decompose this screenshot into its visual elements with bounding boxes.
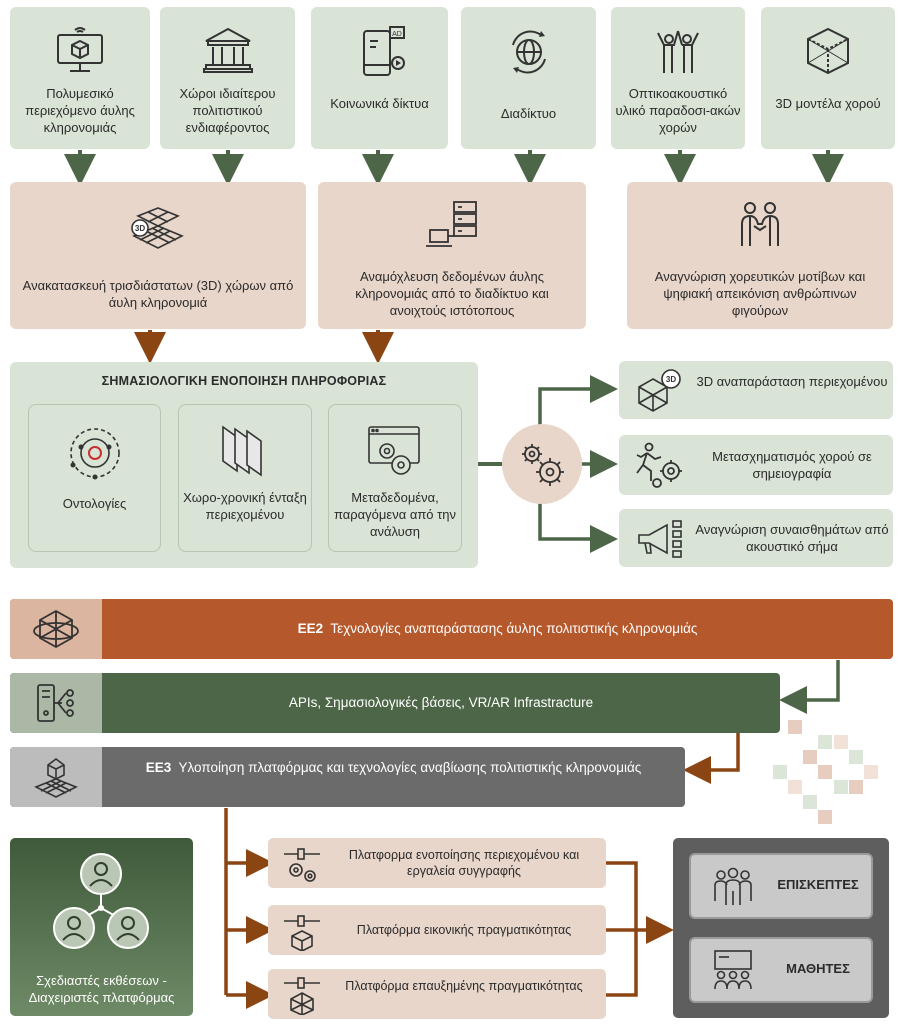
source-multimedia: Πολυμεσικό περιεχόμενο άυλης κληρονομιάς <box>10 7 150 149</box>
source-cultural-sites: Χώροι ιδιαίτερου πολιτιστικού ενδιαφέρον… <box>160 7 295 149</box>
band-ee2: ΕΕ2 Τεχνολογίες αναπαράστασης άυλης πολι… <box>10 599 893 659</box>
output-label: Αναγνώριση συναισθημάτων από ακουστικό σ… <box>695 522 889 554</box>
source-label: Πολυμεσικό περιεχόμενο άυλης κληρονομιάς <box>25 86 135 135</box>
output-dance-notation: Μετασχηματισμός χορού σε σημειογραφία <box>619 435 893 495</box>
semantic-integration-panel: ΣΗΜΑΣΙΟΛΟΓΙΚΗ ΕΝΟΠΟΙΗΣΗ ΠΛΗΡΟΦΟΡΙΑΣ Οντο… <box>10 362 478 568</box>
platform-label: Πλατφόρμα εικονικής πραγματικότητας <box>356 923 572 937</box>
designers-panel: Σχεδιαστές εκθέσεων - Διαχειριστές πλατφ… <box>10 838 193 1016</box>
platform-label: Πλατφόρμα επαυξημένης πραγματικότητας <box>345 979 583 993</box>
museum-icon <box>202 27 253 73</box>
band-icon-tab <box>10 747 102 807</box>
band-text: Τεχνολογίες αναπαράστασης άυλης πολιτιστ… <box>330 621 698 636</box>
process-dance-recognition: Αναγνώριση χορευτικών μοτίβων και ψηφιακ… <box>627 182 893 329</box>
output-emotion-recognition: Αναγνώριση συναισθημάτων από ακουστικό σ… <box>619 509 893 567</box>
slider-3dcube-icon <box>284 977 320 1015</box>
students-presentation-icon <box>714 950 752 990</box>
window-gears-icon <box>368 426 420 475</box>
processing-hub <box>502 424 582 504</box>
platform-vr: Πλατφόρμα εικονικής πραγματικότητας <box>268 905 606 955</box>
semantic-item-label: Χωρο-χρονική ένταξη περιεχομένου <box>183 490 307 522</box>
gears-icon <box>522 444 564 486</box>
slider-gears-icon <box>284 848 320 882</box>
runner-gear-icon <box>636 442 682 488</box>
globe-cube-icon <box>33 609 79 649</box>
audience-label: ΕΠΙΣΚΕΠΤΕΣ <box>777 877 859 892</box>
svg-text:3D: 3D <box>135 224 145 233</box>
source-3d-dance-models: 3D μοντέλα χορού <box>761 7 895 149</box>
platform-content-integration: Πλατφορμα ενοποίησης περιεχομένου και ερ… <box>268 838 606 888</box>
process-3d-reconstruction: 3D Ανακατασκευή τρισδιάστατων (3D) χώρων… <box>10 182 306 329</box>
semantic-item-metadata: Μεταδεδομένα, παραγόμενα από την ανάλυση <box>328 404 462 552</box>
source-label: Χώροι ιδιαίτερου πολιτιστικού ενδιαφέρον… <box>179 86 276 135</box>
platform-label: Πλατφορμα ενοποίησης περιεχομένου και ερ… <box>348 848 580 878</box>
source-label: Κοινωνικά δίκτυα <box>330 96 429 111</box>
house-grid-icon <box>34 758 78 798</box>
process-label: Αναγνώριση χορευτικών μοτίβων και ψηφιακ… <box>654 269 866 318</box>
band-apis: APIs, Σημασιολογικές βάσεις, VR/AR Infra… <box>10 673 780 733</box>
audience-visitors: ΕΠΙΣΚΕΠΤΕΣ <box>689 853 873 919</box>
band-ee3-label: ΕΕ3 Υλοποίηση πλατφόρμας και τεχνολογίες… <box>110 759 677 777</box>
svg-text:3D: 3D <box>666 375 676 384</box>
semantic-item-spatiotemporal: Χωρο-χρονική ένταξη περιεχομένου <box>178 404 312 552</box>
cube-3d-icon <box>807 27 849 75</box>
source-label: Διαδίκτυο <box>500 106 557 121</box>
band-text: Υλοποίηση πλατφόρμας και τεχνολογίες ανα… <box>178 760 642 775</box>
svg-text:AD: AD <box>392 31 402 38</box>
people-network-icon <box>53 853 149 949</box>
band-ee2-label: ΕΕ2 Τεχνολογίες αναπαράστασης άυλης πολι… <box>110 620 885 638</box>
audience-students: ΜΑΘΗΤΕΣ <box>689 937 873 1003</box>
semantic-item-label: Οντολογίες <box>62 496 127 511</box>
globe-icon <box>511 30 546 74</box>
process-data-mining: Αναμόχλευση δεδομένων άυλης κληρονομιάς … <box>318 182 586 329</box>
audience-label: ΜΑΘΗΤΕΣ <box>786 961 850 976</box>
process-label: Ανακατασκευή τρισδιάστατων (3D) χώρων απ… <box>22 278 294 310</box>
audience-panel: ΕΠΙΣΚΕΠΤΕΣ ΜΑΘΗΤΕΣ <box>673 838 889 1018</box>
semantic-item-ontologies: Οντολογίες <box>28 404 161 552</box>
platform-ar: Πλατφόρμα επαυξημένης πραγματικότητας <box>268 969 606 1019</box>
dancers-icon <box>657 30 699 73</box>
server-laptop-icon <box>426 201 477 247</box>
output-label: Μετασχηματισμός χορού σε σημειογραφία <box>712 449 872 481</box>
band-icon-tab <box>10 599 102 659</box>
band-code: ΕΕ3 <box>145 760 172 775</box>
server-network-icon <box>37 684 74 722</box>
3d-box-icon: 3D <box>638 369 681 412</box>
source-label: Οπτικοακουστικό υλικό παραδοσι-ακών χορώ… <box>615 86 741 135</box>
slider-cube-icon <box>284 915 320 951</box>
source-audiovisual-dances: Οπτικοακουστικό υλικό παραδοσι-ακών χορώ… <box>611 7 745 149</box>
visitors-group-icon <box>714 867 752 905</box>
band-code: ΕΕ2 <box>297 621 324 636</box>
layers-icon <box>222 425 262 477</box>
decorative-pixel-pattern <box>773 720 878 824</box>
megaphone-icon <box>638 520 682 558</box>
band-icon-tab <box>10 673 102 733</box>
semantic-title: ΣΗΜΑΣΙΟΛΟΓΙΚΗ ΕΝΟΠΟΙΗΣΗ ΠΛΗΡΟΦΟΡΙΑΣ <box>101 374 387 388</box>
designers-label: Σχεδιαστές εκθέσεων - Διαχειριστές πλατφ… <box>28 973 175 1005</box>
source-internet: Διαδίκτυο <box>461 7 596 149</box>
semantic-item-label: Μεταδεδομένα, παραγόμενα από την ανάλυση <box>333 490 457 539</box>
3d-grid-icon: 3D <box>131 207 184 249</box>
output-label: 3D αναπαράσταση περιεχομένου <box>696 374 888 389</box>
source-social-networks: AD Κοινωνικά δίκτυα <box>311 7 448 149</box>
process-label: Αναμόχλευση δεδομένων άυλης κληρονομιάς … <box>355 269 549 318</box>
band-apis-label: APIs, Σημασιολογικές βάσεις, VR/AR Infra… <box>288 695 594 710</box>
dancing-couple-icon <box>741 202 779 246</box>
smartphone-ad-icon: AD <box>362 26 405 76</box>
monitor-cube-icon <box>57 27 103 72</box>
ontology-orbit-icon <box>69 428 120 480</box>
source-label: 3D μοντέλα χορού <box>775 96 881 111</box>
band-ee3: ΕΕ3 Υλοποίηση πλατφόρμας και τεχνολογίες… <box>10 747 685 807</box>
output-3d-representation: 3D 3D αναπαράσταση περιεχομένου <box>619 361 893 419</box>
